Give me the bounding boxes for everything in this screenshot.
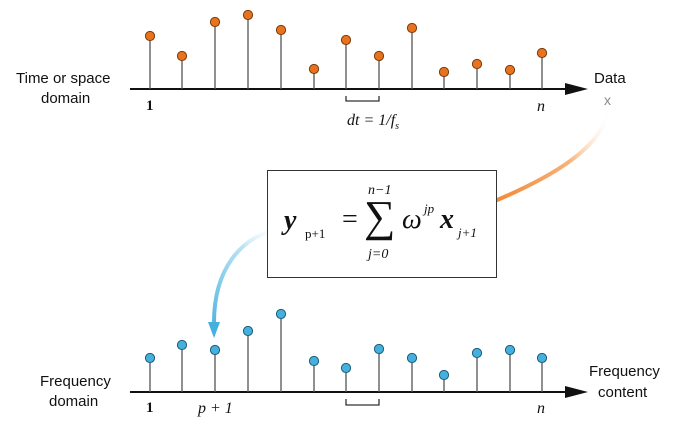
freq-bracket bbox=[345, 399, 380, 406]
formula-x: x bbox=[440, 204, 454, 235]
time-domain-label-line2: domain bbox=[41, 90, 91, 107]
freq-sample-dot bbox=[373, 343, 385, 355]
time-sample-dot bbox=[471, 58, 483, 70]
time-sample-dot bbox=[536, 47, 548, 59]
formula-lhs: y bbox=[284, 205, 297, 236]
formula-omega: ω bbox=[402, 204, 422, 235]
freq-sample-dot bbox=[471, 347, 483, 359]
frequency-samples bbox=[144, 308, 548, 392]
data-to-formula-arrow bbox=[476, 110, 610, 210]
frequency-axis-arrowhead bbox=[565, 386, 588, 398]
time-domain-label-line1: Time or space bbox=[16, 70, 111, 87]
frequency-content-label-line1: Frequency bbox=[589, 363, 660, 380]
time-sample-dot bbox=[406, 22, 418, 34]
time-sample-dot bbox=[504, 64, 516, 76]
formula-sum-upper: n−1 bbox=[368, 183, 392, 198]
freq-sample-dot bbox=[504, 344, 516, 356]
data-label: Data bbox=[594, 70, 626, 87]
dt-label-subscript: s bbox=[395, 121, 400, 133]
time-sample-dot bbox=[242, 9, 254, 21]
freq-sample-dot bbox=[242, 325, 254, 337]
freq-sample-dot bbox=[176, 339, 188, 351]
freq-sample-dot bbox=[209, 344, 221, 356]
time-sample-dot bbox=[209, 16, 221, 28]
dt-bracket bbox=[345, 96, 380, 102]
formula-x-subscript: j+1 bbox=[458, 225, 477, 240]
time-sample-dot bbox=[144, 30, 156, 42]
dt-label: dt = 1/fs bbox=[347, 112, 399, 132]
time-samples bbox=[144, 9, 548, 89]
bottom-index-end: n bbox=[537, 400, 545, 417]
freq-sample-dot bbox=[340, 362, 352, 374]
freq-sample-dot bbox=[144, 352, 156, 364]
freq-sample-dot bbox=[536, 352, 548, 364]
frequency-content-label-line2: content bbox=[598, 384, 648, 401]
time-sample-dot bbox=[176, 50, 188, 62]
freq-sample-dot bbox=[275, 308, 287, 320]
freq-sample-dot bbox=[308, 355, 320, 367]
top-index-start: 1 bbox=[146, 98, 154, 114]
formula-omega-superscript: jp bbox=[424, 201, 435, 216]
time-sample-dot bbox=[308, 63, 320, 75]
formula-to-frequency-arrowhead bbox=[208, 322, 220, 338]
freq-sample-dot bbox=[438, 369, 450, 381]
data-marker: x bbox=[604, 92, 611, 108]
formula-lhs-subscript: p+1 bbox=[305, 226, 326, 241]
dft-formula-box: y p+1 = n−1 ∑ j=0 ω jp x j+1 bbox=[267, 170, 497, 278]
time-sample-dot bbox=[438, 66, 450, 78]
formula-sum-lower: j=0 bbox=[368, 247, 389, 262]
formula-equals: = bbox=[342, 204, 358, 235]
time-sample-dot bbox=[373, 50, 385, 62]
time-sample-dot bbox=[275, 24, 287, 36]
bottom-index-p: p + 1 bbox=[198, 400, 233, 417]
dt-label-text: dt = 1/f bbox=[347, 112, 396, 129]
time-sample-dot bbox=[340, 34, 352, 46]
time-axis-arrowhead bbox=[565, 83, 588, 95]
formula-sum-symbol: ∑ bbox=[364, 192, 396, 241]
frequency-domain-label-line1: Frequency bbox=[40, 373, 111, 390]
frequency-domain-label-line2: domain bbox=[49, 393, 99, 410]
bottom-index-start: 1 bbox=[146, 400, 154, 416]
freq-sample-dot bbox=[406, 352, 418, 364]
top-index-end: n bbox=[537, 98, 545, 115]
